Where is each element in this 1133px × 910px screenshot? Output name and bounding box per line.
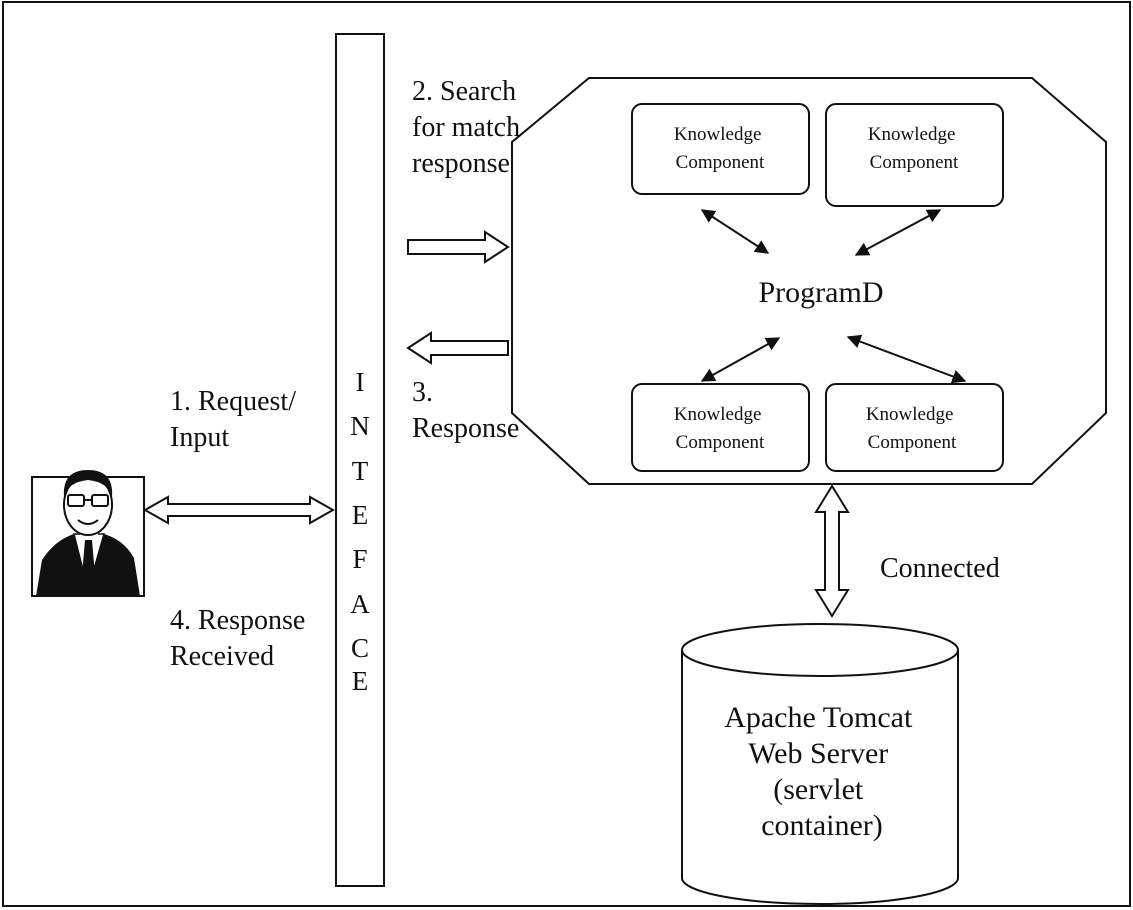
server-label: Apache Tomcat Web Server (servlet contai… <box>724 701 920 842</box>
interface-letter: N <box>350 411 370 441</box>
user-interface-arrow <box>142 495 336 525</box>
svg-text:Knowledge Component: Knowledge Component <box>674 124 766 173</box>
svg-text:Knowledge Component: Knowledge Component <box>868 124 960 173</box>
knowledge-component: Knowledge Component <box>631 103 810 195</box>
response-arrow <box>406 331 509 365</box>
step1-label: 1. Request/ Input <box>170 386 303 453</box>
interface-letter: T <box>352 456 369 486</box>
kc-link-arrow <box>846 334 967 384</box>
interface-letter: E <box>352 500 369 530</box>
knowledge-component: Knowledge Component <box>825 103 1004 207</box>
interface-letter: I <box>356 367 365 397</box>
interface-letter: E <box>352 666 369 696</box>
interface-bar <box>335 33 385 887</box>
step3-label: 3. Response <box>412 377 519 444</box>
server-cylinder <box>681 623 959 905</box>
user-avatar <box>31 470 145 597</box>
kc-link-arrow <box>700 209 770 254</box>
interface-letter: A <box>350 589 370 619</box>
request-arrow <box>407 230 510 264</box>
svg-text:Knowledge Component: Knowledge Component <box>866 404 958 453</box>
programd-label: ProgramD <box>759 276 884 309</box>
knowledge-component: Knowledge Component <box>631 383 810 472</box>
server-connection-arrow <box>814 484 850 618</box>
kc-link-arrow <box>700 337 781 382</box>
interface-letter: C <box>351 633 369 663</box>
knowledge-component: Knowledge Component <box>825 383 1004 472</box>
interface-letters: I N T E F A C E <box>350 367 370 696</box>
kc-link-arrow <box>854 209 942 256</box>
svg-text:Knowledge Component: Knowledge Component <box>674 404 766 453</box>
step2-label: 2. Search for match response <box>412 76 527 179</box>
interface-letter: F <box>352 544 367 574</box>
step4-label: 4. Response Received <box>170 605 312 672</box>
connected-label: Connected <box>880 553 1000 584</box>
